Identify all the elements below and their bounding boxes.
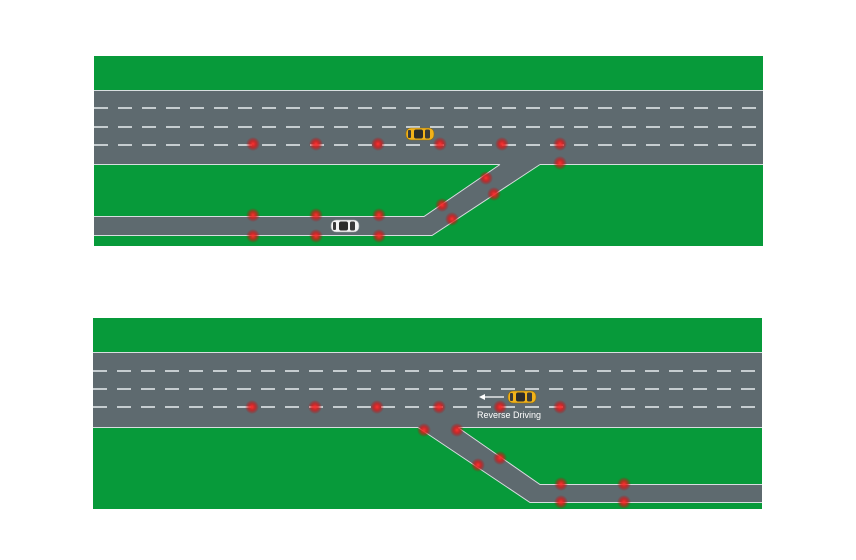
sensor-dot [246, 229, 260, 243]
scene-bottom: Reverse Driving [93, 318, 762, 509]
sensor-dot [445, 212, 459, 226]
sensor-dot [553, 156, 567, 170]
sensor-dot [617, 477, 631, 491]
sensor-dot [554, 495, 568, 509]
sensor-dot [553, 137, 567, 151]
sensor-dot [435, 198, 449, 212]
reverse-driving-label: Reverse Driving [477, 410, 541, 420]
sensor-dot [493, 451, 507, 465]
ramp-edge [94, 164, 541, 236]
sensor-dot [246, 208, 260, 222]
sensor-dot [471, 458, 485, 472]
taxi-car-icon [507, 390, 537, 404]
sensor-dot [433, 137, 447, 151]
sensor-dot [554, 477, 568, 491]
sensor-dot [553, 400, 567, 414]
sensor-dot [479, 171, 493, 185]
sensor-dot [370, 400, 384, 414]
sensor-dot [493, 400, 507, 414]
sensor-dot [450, 423, 464, 437]
sensor-dot [495, 137, 509, 151]
sensor-dot [617, 495, 631, 509]
sensor-dot [308, 400, 322, 414]
sensor-dot [371, 137, 385, 151]
sensor-dot [372, 208, 386, 222]
sensor-dot [245, 400, 259, 414]
sensor-dot [432, 400, 446, 414]
highway [93, 352, 762, 428]
ramp-edge [457, 427, 762, 485]
sensor-dot [417, 423, 431, 437]
taxi-car-icon [405, 127, 435, 141]
sensor-dot [246, 137, 260, 151]
sensor-dot [372, 229, 386, 243]
ramp-edge [94, 164, 501, 217]
sensor-dot [309, 137, 323, 151]
entry-ramp [94, 164, 540, 236]
white-car-icon [330, 219, 360, 233]
ramp-edge [417, 427, 762, 503]
sensor-dot [487, 187, 501, 201]
sensor-dot [309, 229, 323, 243]
left-arrow-icon [479, 394, 504, 400]
sensor-dot [309, 208, 323, 222]
scene-top [94, 56, 763, 246]
